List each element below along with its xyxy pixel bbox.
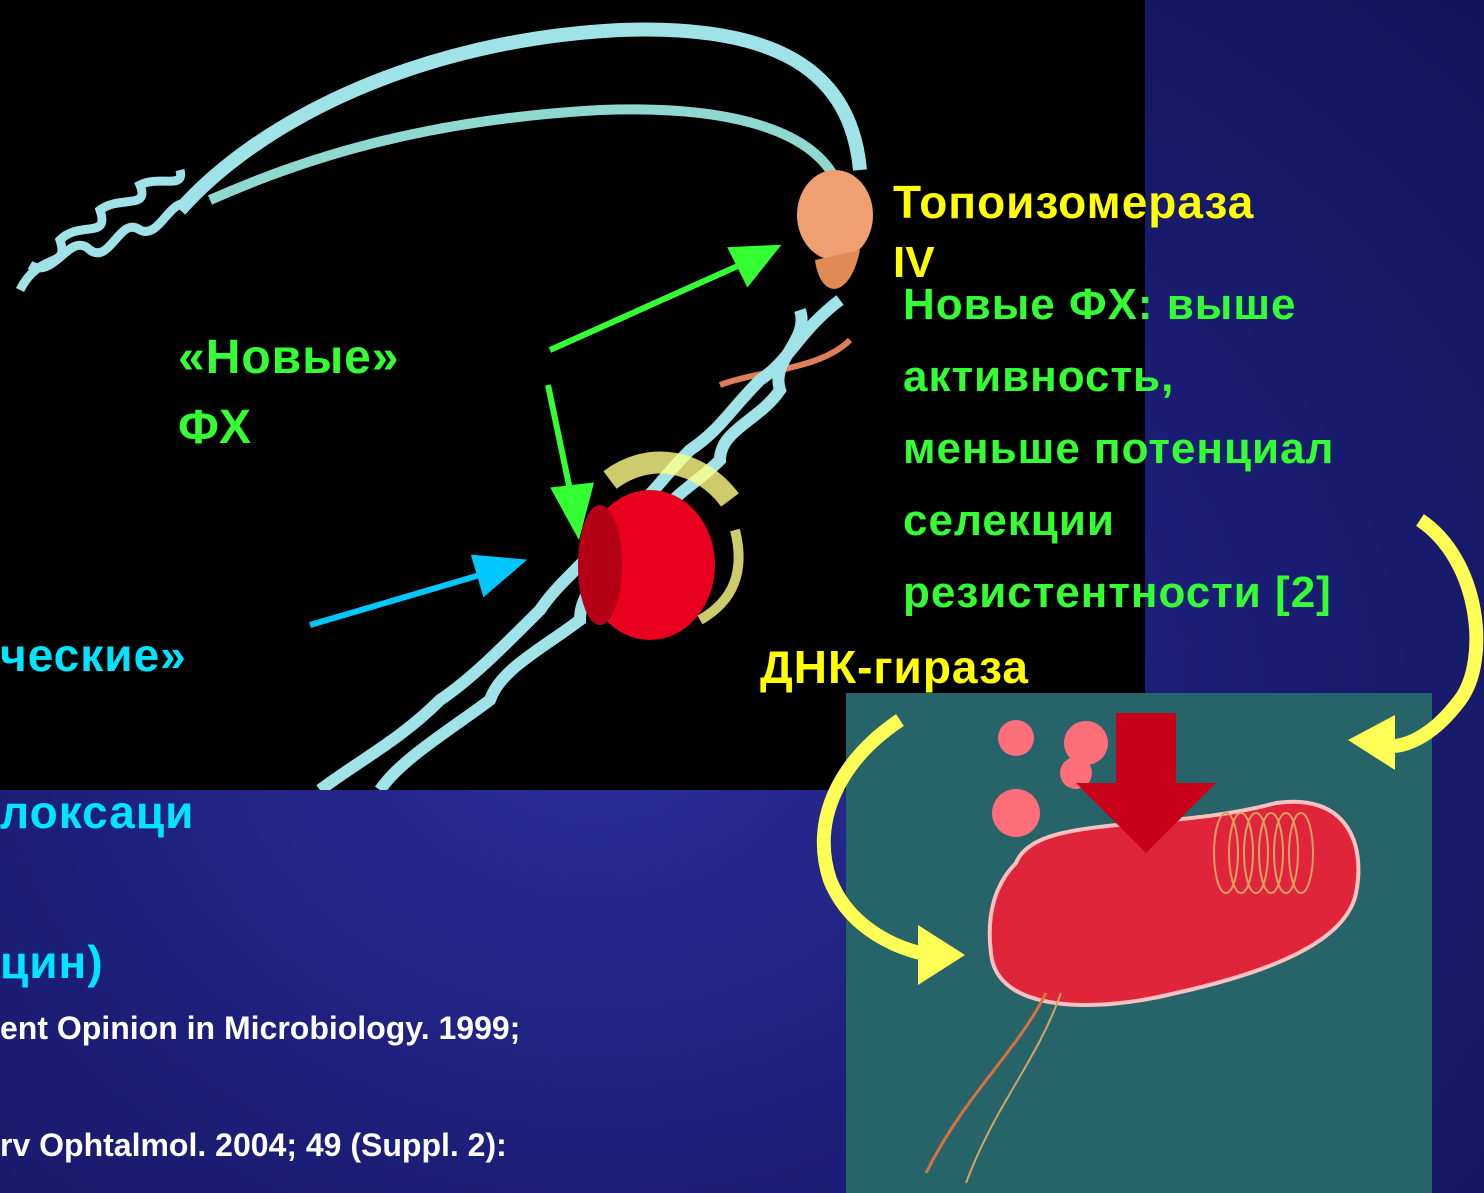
new-fq-note-line: активность, xyxy=(903,352,1174,402)
dna-left-helix xyxy=(20,170,190,290)
dna-loop-strand-inner xyxy=(210,109,840,200)
new-fq-note-line: Новые ФХ: выше xyxy=(903,280,1297,330)
escaping-dna xyxy=(926,993,1046,1173)
reference-line: rv Ophtalmol. 2004; 49 (Suppl. 2): xyxy=(0,1127,507,1164)
bacterial-cell-body xyxy=(990,802,1359,1005)
fluoroquinolone-label: локсаци xyxy=(0,785,194,839)
bacterial-cell-panel xyxy=(846,693,1432,1193)
cell-fragment xyxy=(998,720,1034,756)
new-fq-note-line: селекции xyxy=(903,496,1115,546)
new-fq-note-line: меньше потенциал xyxy=(903,424,1335,474)
new-fq-label: «Новые» xyxy=(178,330,400,385)
dna-gyrase-label: ДНК-гираза xyxy=(760,640,1029,694)
new-fq-label-line2: ФХ xyxy=(178,400,251,455)
cell-fragment xyxy=(992,789,1040,837)
new-fq-note-line: резистентности [2] xyxy=(903,568,1332,618)
reference-line: ent Opinion in Microbiology. 1999; xyxy=(0,1010,520,1047)
drug-name-label: цин) xyxy=(0,935,104,989)
topoisomerase-iv-enzyme xyxy=(797,170,873,260)
classic-fq-label: ческие» xyxy=(0,628,187,682)
classic-fq-arrow xyxy=(310,558,520,625)
bacterial-cell-illustration xyxy=(846,693,1432,1193)
topoisomerase-label: Топоизомераза xyxy=(893,175,1254,229)
